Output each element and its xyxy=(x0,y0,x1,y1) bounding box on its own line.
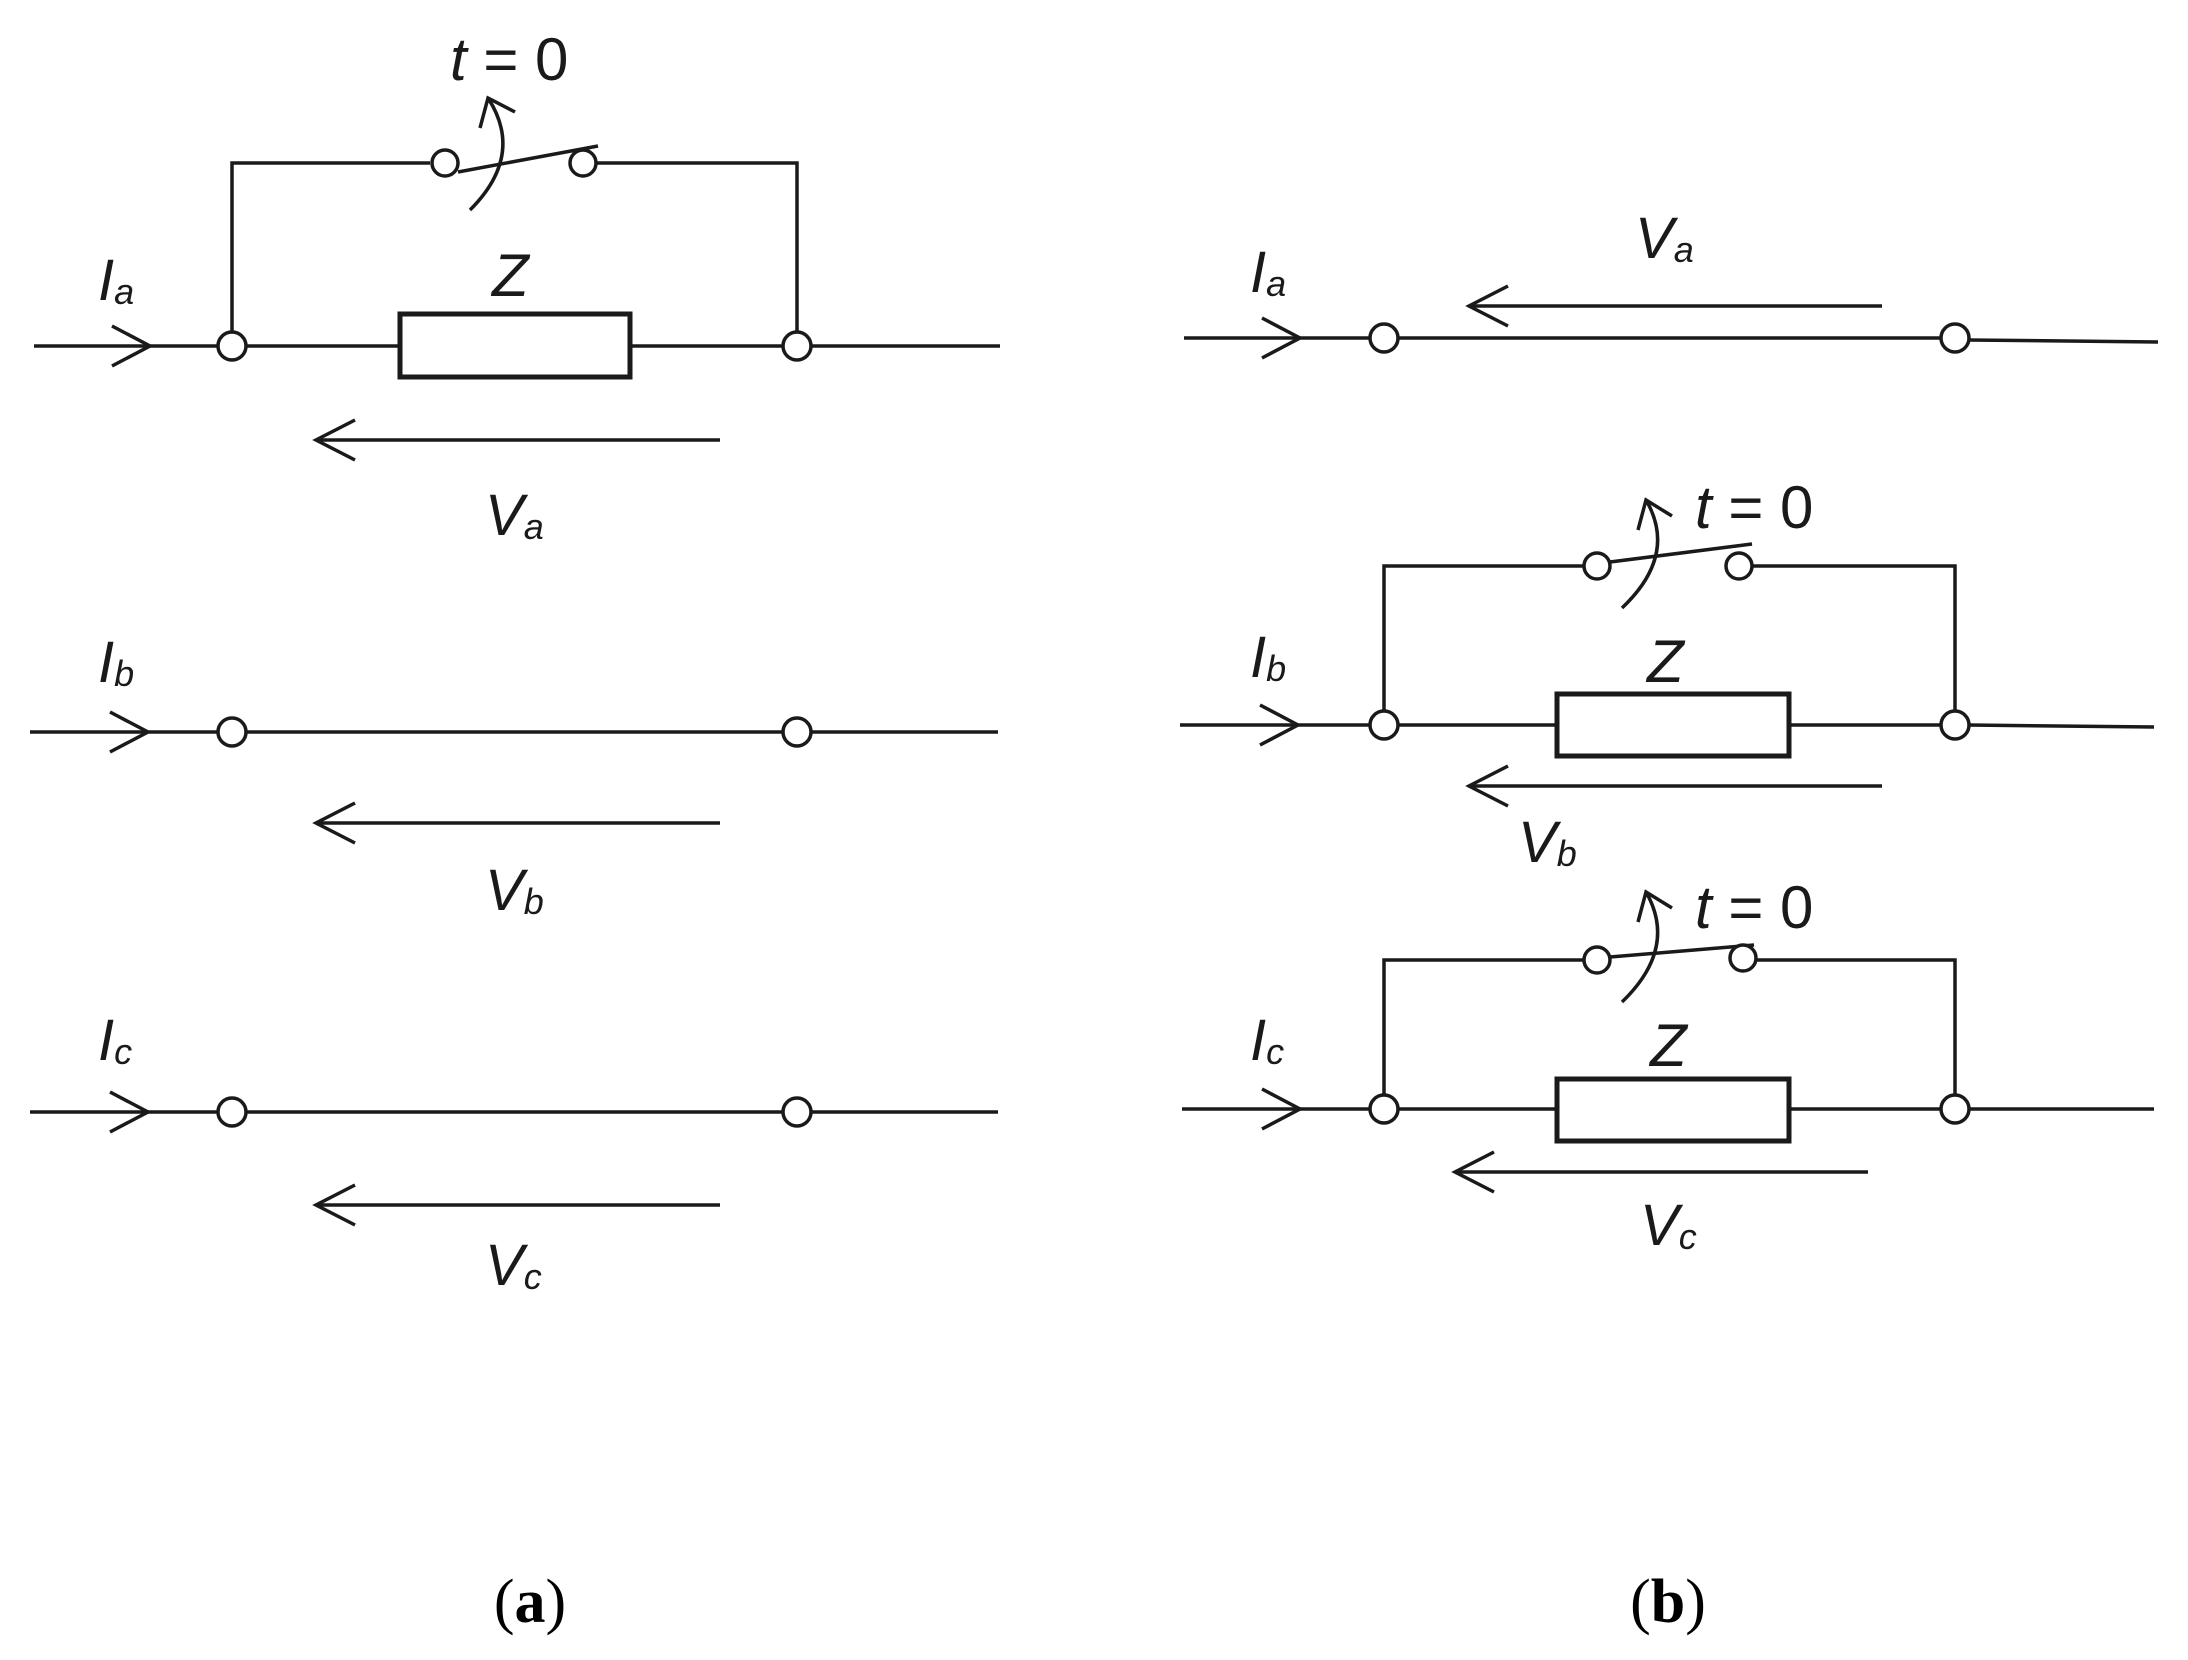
voltage-arrow-head xyxy=(312,1183,356,1227)
switch-operation-arrow xyxy=(1620,891,1660,1004)
terminal-right xyxy=(781,1096,813,1128)
switch-time-label: t = 0 xyxy=(450,26,568,93)
current-arrow-head xyxy=(111,324,154,368)
voltage-label: Vc xyxy=(485,1233,542,1298)
switch-contact-right xyxy=(1724,551,1754,581)
switch-operation-arrow xyxy=(1620,499,1660,610)
bypass-wire-left xyxy=(1382,958,1584,1095)
switch-time-label: t = 0 xyxy=(1695,474,1813,541)
current-label: Ib xyxy=(98,630,134,695)
terminal-left xyxy=(1368,322,1400,354)
panel-a-phase-c: Ic Vc xyxy=(30,1008,998,1298)
voltage-label: Vc xyxy=(1640,1193,1697,1258)
impedance-label: Z xyxy=(1648,1012,1689,1079)
impedance-z xyxy=(397,311,633,380)
current-arrow-head xyxy=(1261,316,1304,360)
switch-blade xyxy=(1609,943,1755,959)
current-label: Ic xyxy=(1250,1008,1284,1073)
current-label: Ic xyxy=(98,1008,132,1073)
switch-contact-right xyxy=(568,148,598,178)
bypass-wire-right xyxy=(597,161,799,333)
current-arrow-head xyxy=(109,710,152,754)
voltage-arrow-head xyxy=(1451,1150,1495,1194)
panel-a-phase-b: Ib Vb xyxy=(30,630,998,923)
impedance-label: Z xyxy=(1645,628,1686,695)
panel-b-phase-b: Ib Z t = 0 Vb xyxy=(1180,474,2155,875)
voltage-arrow-head xyxy=(1465,284,1509,328)
panel-a: Ia Z t = 0 Va Ib Vb xyxy=(30,26,1000,1636)
voltage-label: Va xyxy=(485,483,544,548)
switch-arrow-head xyxy=(1636,497,1673,531)
current-label: Ia xyxy=(1250,240,1286,305)
switch-arrow-head xyxy=(1636,889,1673,923)
terminal-right xyxy=(1939,322,1971,354)
switch-blade xyxy=(457,144,599,174)
panel-a-caption: (a) xyxy=(494,1568,566,1636)
phase-b-line-out xyxy=(1967,723,2155,729)
voltage-arrow-head xyxy=(312,801,356,845)
voltage-arrow-head xyxy=(1465,764,1509,808)
terminal-right xyxy=(1939,709,1971,741)
voltage-arrow-head xyxy=(312,418,356,462)
terminal-right xyxy=(781,716,813,748)
bypass-wire-left xyxy=(1382,564,1584,711)
bypass-wire-left xyxy=(230,161,430,333)
current-label: Ib xyxy=(1250,625,1286,690)
terminal-left xyxy=(1368,1093,1400,1125)
impedance-z xyxy=(1554,1076,1792,1144)
bypass-wire-right xyxy=(1752,564,1957,711)
terminal-right xyxy=(1939,1093,1971,1125)
panel-a-phase-a: Ia Z t = 0 Va xyxy=(34,26,1000,548)
switch-contact-left xyxy=(430,148,460,178)
switch-arrow-head xyxy=(478,95,516,129)
bypass-wire-right xyxy=(1756,958,1957,1095)
switch-blade xyxy=(1609,542,1753,564)
terminal-left xyxy=(216,716,248,748)
current-arrow-head xyxy=(109,1090,152,1134)
current-arrow-head xyxy=(1259,703,1302,747)
impedance-label: Z xyxy=(490,242,531,309)
switch-contact-left xyxy=(1582,945,1612,975)
impedance-z xyxy=(1554,691,1792,759)
panel-b-phase-c: Ic Z t = 0 Vc xyxy=(1182,874,2154,1258)
panel-b-caption: (b) xyxy=(1630,1568,1706,1636)
switch-time-label: t = 0 xyxy=(1695,874,1813,941)
terminal-left xyxy=(216,330,248,362)
switch-operation-arrow xyxy=(468,97,505,212)
voltage-label: Va xyxy=(1635,206,1694,271)
terminal-right xyxy=(781,330,813,362)
switch-contact-left xyxy=(1582,551,1612,581)
current-label: Ia xyxy=(98,248,134,313)
voltage-label: Vb xyxy=(485,858,544,923)
terminal-left xyxy=(216,1096,248,1128)
phase-a-line-out xyxy=(1967,338,2159,344)
current-arrow-head xyxy=(1261,1087,1304,1131)
switch-contact-right xyxy=(1728,943,1758,973)
panel-b: Ia Va Ib Z t = 0 Vb xyxy=(1180,206,2159,1636)
panel-b-phase-a: Ia Va xyxy=(1184,206,2159,360)
voltage-label: Vb xyxy=(1518,810,1577,875)
terminal-left xyxy=(1368,709,1400,741)
